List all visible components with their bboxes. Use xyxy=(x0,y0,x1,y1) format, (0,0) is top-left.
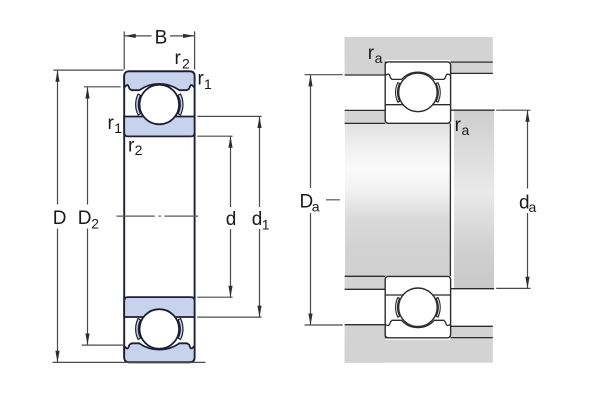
svg-text:D: D xyxy=(78,208,92,229)
svg-text:2: 2 xyxy=(91,215,99,231)
svg-text:B: B xyxy=(155,28,168,49)
svg-text:D: D xyxy=(53,208,67,229)
svg-text:a: a xyxy=(312,199,320,215)
svg-text:a: a xyxy=(462,122,470,138)
svg-text:1: 1 xyxy=(262,216,270,232)
svg-text:D: D xyxy=(300,192,314,213)
svg-text:1: 1 xyxy=(204,76,212,92)
svg-text:a: a xyxy=(529,199,537,215)
svg-text:d: d xyxy=(519,192,530,213)
svg-text:r: r xyxy=(455,115,462,136)
svg-text:2: 2 xyxy=(182,55,190,71)
svg-text:d: d xyxy=(252,209,263,230)
svg-text:r: r xyxy=(175,48,182,69)
svg-text:r: r xyxy=(198,69,205,90)
svg-text:r: r xyxy=(108,113,115,134)
svg-text:r: r xyxy=(368,43,375,64)
svg-text:r: r xyxy=(128,136,135,157)
svg-text:2: 2 xyxy=(135,142,143,158)
svg-text:d: d xyxy=(226,209,237,230)
svg-text:1: 1 xyxy=(114,120,122,136)
svg-text:a: a xyxy=(375,50,383,66)
